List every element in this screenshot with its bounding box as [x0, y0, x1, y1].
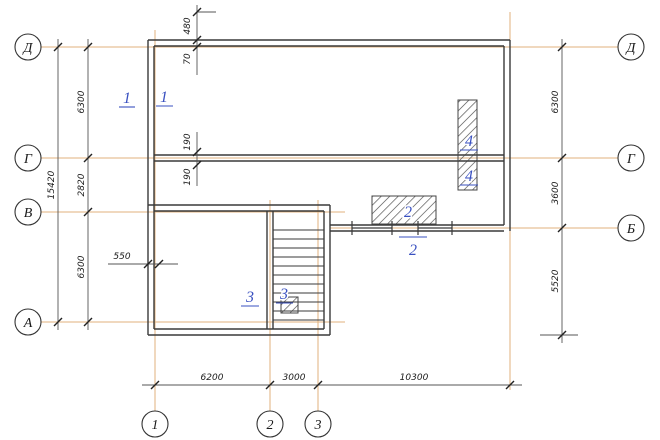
dim-right-2: 5520 [551, 269, 561, 292]
dim-right-1: 3600 [551, 181, 561, 204]
dim-bottom-1: 3000 [283, 373, 306, 383]
axis-circle [256, 410, 284, 438]
axis-label-bottom-1: 1 [152, 418, 159, 433]
axis-circle [304, 410, 332, 438]
axis-circle [617, 214, 645, 242]
axis-label-left-a: А [23, 316, 33, 331]
axis-label-right-b: Б [626, 222, 635, 237]
section-flag-2 [371, 195, 437, 225]
mark-sec4-b: 4 [465, 168, 473, 185]
dimension-ticks [53, 7, 567, 390]
dim-pier-550: 550 [113, 252, 130, 262]
mark-room1-a: 1 [123, 90, 131, 107]
mark-sec2-b: 2 [409, 242, 417, 259]
dim-left-2: 6300 [77, 255, 87, 278]
dim-wall-190b: 190 [183, 168, 193, 185]
dim-top-70: 70 [183, 53, 193, 65]
axis-label-left-g: Г [23, 152, 33, 167]
dim-right-0: 6300 [551, 90, 561, 113]
dim-top-480: 480 [183, 17, 193, 34]
axis-label-left-v: В [24, 206, 33, 221]
dimension-texts: 15420 6300 2820 6300 6300 3600 5520 6200… [47, 17, 561, 383]
walls [147, 39, 511, 336]
axis-label-right-g: Г [626, 152, 636, 167]
dim-left-total: 15420 [47, 170, 57, 199]
dim-wall-190a: 190 [183, 133, 193, 150]
axis-label-bottom-2: 2 [267, 418, 274, 433]
axis-circle [14, 144, 42, 172]
blue-underlines [119, 105, 478, 307]
axis-circle [141, 410, 169, 438]
axis-circle [617, 144, 645, 172]
mark-sec2-a: 2 [404, 204, 412, 221]
mark-sec3-b: 3 [279, 286, 288, 303]
dim-left-0: 6300 [77, 90, 87, 113]
dimension-lines [57, 5, 578, 386]
mark-sec4-a: 4 [465, 133, 473, 150]
axis-circle [14, 198, 42, 226]
dim-bottom-2: 10300 [400, 373, 429, 383]
axis-label-bottom-3: 3 [314, 418, 322, 433]
dim-left-1: 2820 [77, 173, 87, 196]
section-flags [280, 99, 478, 314]
section-flag-3 [280, 296, 299, 314]
section-flag-4 [457, 99, 478, 191]
dim-bottom-0: 6200 [201, 373, 224, 383]
axis-circle [14, 308, 42, 336]
axis-circles [14, 33, 645, 438]
mark-sec3-a: 3 [245, 289, 254, 306]
axis-label-right-d: Д [625, 41, 637, 56]
axis-circle [14, 33, 42, 61]
axis-circle [617, 33, 645, 61]
blue-labels: 1 1 2 2 3 3 4 4 [123, 89, 475, 306]
axis-label-left-d: Д [22, 41, 34, 56]
axis-letters: Д Г В А Д Г Б 1 2 3 [22, 41, 637, 433]
mark-room1-b: 1 [160, 89, 168, 106]
